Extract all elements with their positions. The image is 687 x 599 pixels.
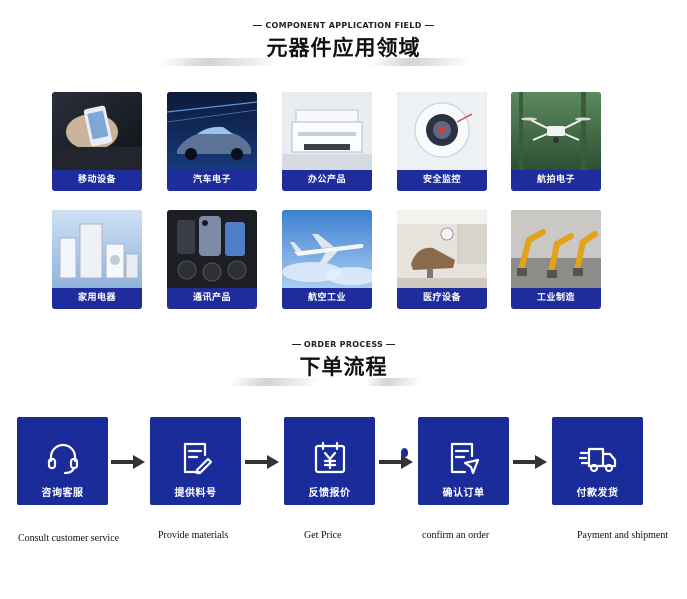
step-consult-service: 咨询客服 (17, 417, 108, 505)
arrow-icon (513, 455, 547, 469)
step-caption: confirm an order (422, 530, 490, 541)
step-label: 咨询客服 (41, 488, 84, 499)
step-caption: Payment and shipment (577, 530, 669, 541)
application-section-header: COMPONENT APPLICATION FIELD 元器件应用领域 (0, 21, 687, 62)
price-calendar-icon (314, 441, 346, 474)
tile-label: 航拍电子 (511, 170, 601, 191)
tile-label: 家用电器 (52, 288, 142, 309)
tile-mobile-device: 移动设备 (52, 92, 142, 191)
confirm-document-icon (450, 442, 480, 475)
application-subtitle: COMPONENT APPLICATION FIELD (0, 21, 687, 30)
tile-medical-equipment: 医疗设备 (397, 210, 487, 309)
step-label: 付款发货 (576, 488, 619, 499)
robot-arm-photo (511, 210, 601, 288)
tile-industrial-manufacturing: 工业制造 (511, 210, 601, 309)
edit-document-icon (183, 442, 213, 475)
pin-marker-icon (401, 448, 408, 457)
printer-photo (282, 92, 372, 170)
tile-automotive: 汽车电子 (167, 92, 257, 191)
tile-label: 安全监控 (397, 170, 487, 191)
appliance-photo (52, 210, 142, 288)
order-section-header: ORDER PROCESS 下单流程 (0, 340, 687, 381)
tile-communication-products: 通讯产品 (167, 210, 257, 309)
tile-security-monitoring: 安全监控 (397, 92, 487, 191)
arrow-icon (379, 455, 413, 469)
car-photo (167, 92, 257, 170)
step-caption: Consult customer service (18, 533, 120, 544)
step-payment-shipment: 付款发货 (552, 417, 643, 505)
step-label: 确认订单 (442, 488, 485, 499)
drone-photo (511, 92, 601, 170)
tile-aerial-electronics: 航拍电子 (511, 92, 601, 191)
delivery-truck-icon (579, 447, 617, 473)
step-caption: Provide materials (158, 530, 229, 541)
step-confirm-order: 确认订单 (418, 417, 509, 505)
camera-photo (397, 92, 487, 170)
tile-label: 医疗设备 (397, 288, 487, 309)
tile-label: 移动设备 (52, 170, 142, 191)
tile-office-products: 办公产品 (282, 92, 372, 191)
order-title: 下单流程 (299, 355, 388, 379)
phone-photo (167, 210, 257, 288)
step-caption: Get Price (304, 530, 342, 541)
tile-home-appliances: 家用电器 (52, 210, 142, 309)
step-label: 提供料号 (174, 488, 217, 499)
tile-label: 航空工业 (282, 288, 372, 309)
step-provide-materials: 提供料号 (150, 417, 241, 505)
step-label: 反馈报价 (308, 488, 351, 499)
dental-chair-photo (397, 210, 487, 288)
tile-label: 办公产品 (282, 170, 372, 191)
step-get-price: 反馈报价 (284, 417, 375, 505)
headset-icon (47, 443, 79, 475)
order-subtitle: ORDER PROCESS (0, 340, 687, 349)
tile-label: 通讯产品 (167, 288, 257, 309)
tile-label: 汽车电子 (167, 170, 257, 191)
arrow-icon (245, 455, 279, 469)
tile-aviation-industry: 航空工业 (282, 210, 372, 309)
airplane-photo (282, 210, 372, 288)
application-title: 元器件应用领域 (266, 36, 421, 60)
arrow-icon (111, 455, 145, 469)
tile-label: 工业制造 (511, 288, 601, 309)
mobile-device-photo (52, 92, 142, 170)
